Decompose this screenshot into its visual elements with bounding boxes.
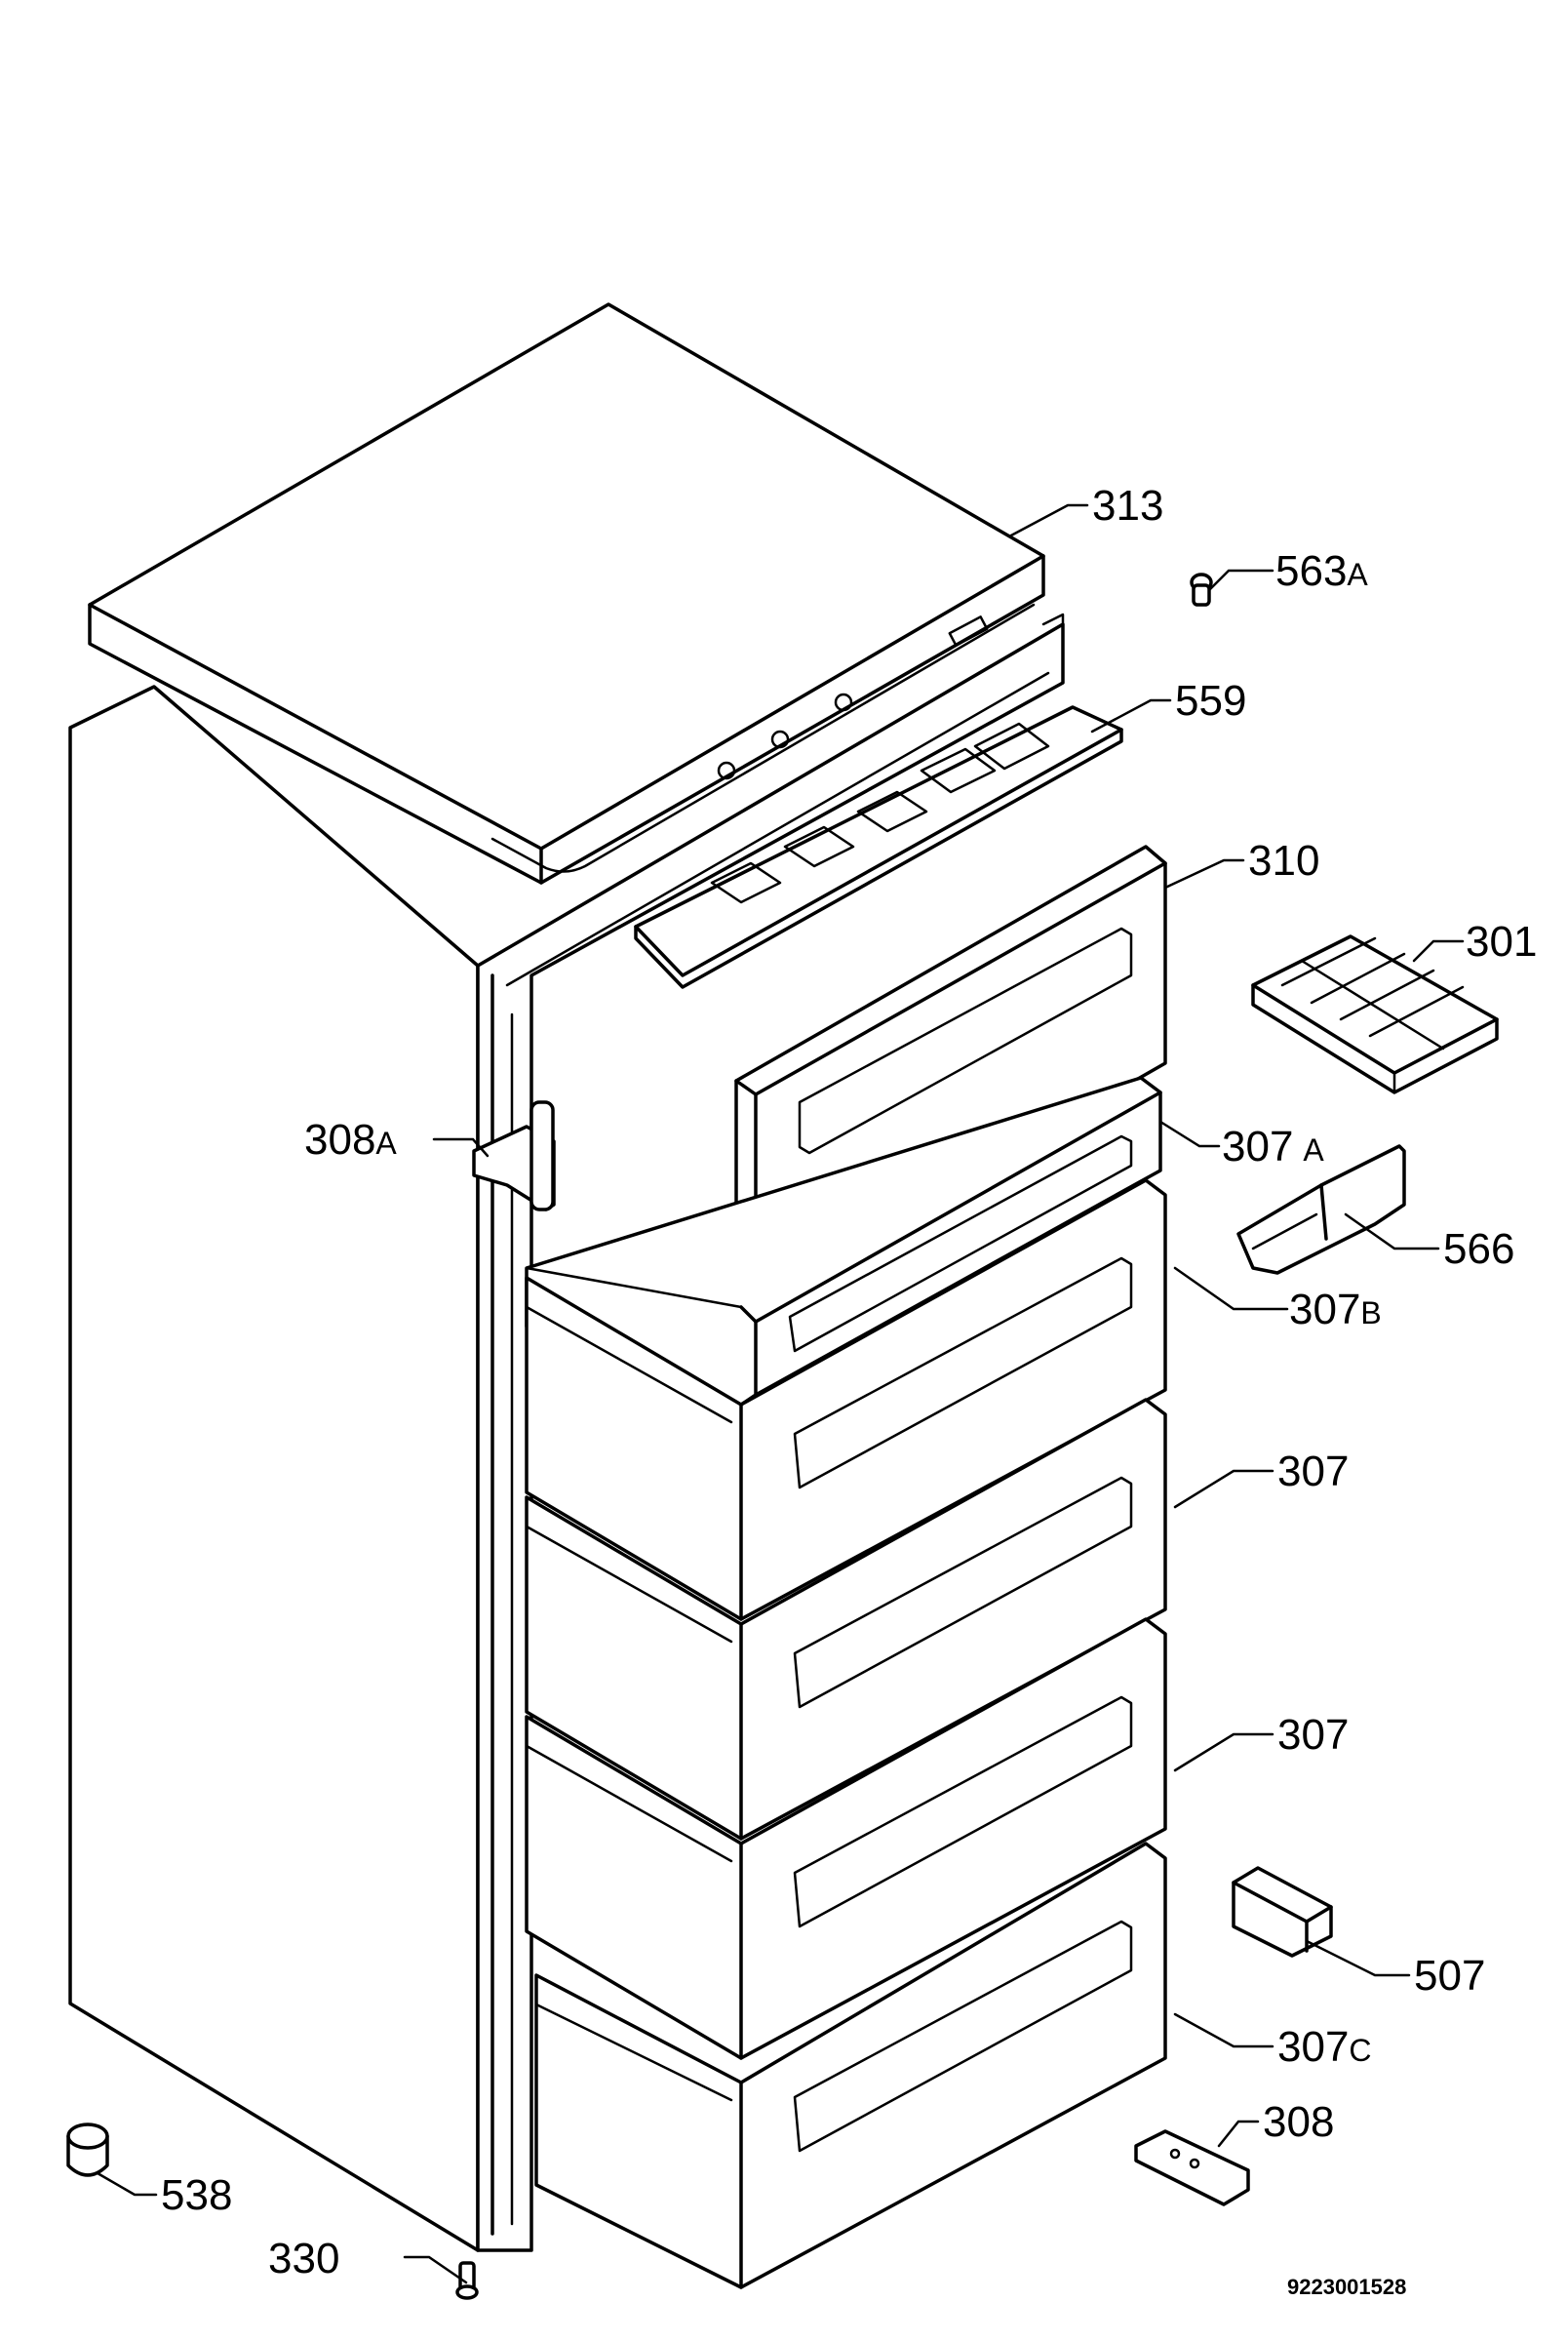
label-563a: 563A [1275, 547, 1368, 595]
part-566-ice-scraper [1236, 1144, 1406, 1275]
label-307b: 307B [1289, 1286, 1382, 1333]
leader-lines [96, 503, 1465, 2284]
label-313: 313 [1092, 482, 1163, 530]
part-330-screw [455, 2261, 479, 2300]
label-307c: 307C [1277, 2023, 1372, 2071]
label-307-lower: 307 [1277, 1711, 1349, 1759]
label-507: 507 [1414, 1952, 1485, 2000]
part-308a-hinge [472, 1100, 556, 1211]
part-538-foot [66, 2123, 109, 2177]
label-310: 310 [1248, 837, 1319, 885]
label-330: 330 [268, 2235, 339, 2282]
drawing-number: 9223001528 [1287, 2275, 1406, 2299]
part-307c-drawer [534, 1842, 1167, 2289]
part-301-ice-tray [1251, 934, 1499, 1094]
label-538: 538 [161, 2171, 232, 2219]
part-307-drawer-upper [525, 1398, 1167, 1841]
part-308-hinge-plate [1134, 2129, 1250, 2206]
label-559: 559 [1175, 677, 1246, 725]
part-559-control-panel [634, 705, 1123, 989]
cabinet-body [68, 613, 1065, 2252]
label-307-upper: 307 [1277, 1448, 1349, 1495]
part-313-top-cover [88, 302, 1045, 885]
part-507-hinge-block [1232, 1866, 1333, 1958]
label-301: 301 [1466, 918, 1537, 966]
label-566: 566 [1443, 1225, 1514, 1273]
part-307-drawer-lower [525, 1617, 1167, 2060]
part-307b-drawer [525, 1178, 1167, 1621]
part-563a-screw [1190, 573, 1213, 607]
label-308: 308 [1263, 2098, 1334, 2146]
label-308a: 308A [304, 1116, 397, 1164]
